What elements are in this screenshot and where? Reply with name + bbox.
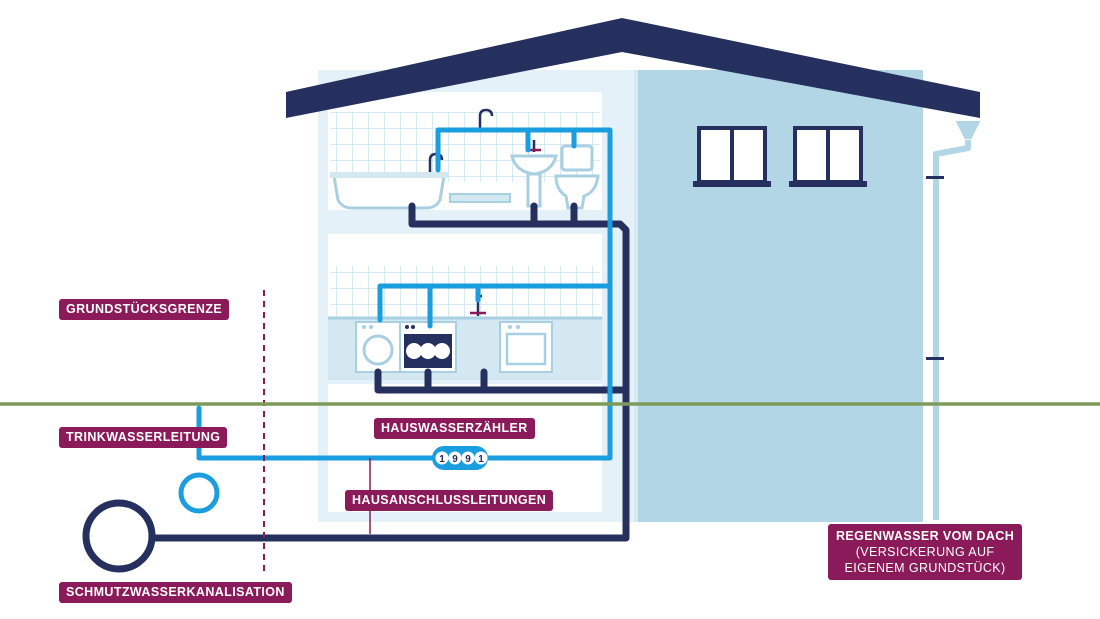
sewer-manhole <box>82 499 156 573</box>
label-drinking-water-line: TRINKWASSERLEITUNG <box>59 427 228 448</box>
rain-downpipe <box>926 119 984 520</box>
bathtub <box>330 152 448 210</box>
toilet <box>554 144 600 210</box>
window-left <box>693 126 771 187</box>
label-house-connection-lines: HAUSANSCHLUSSLEITUNGEN <box>345 490 554 511</box>
oven <box>499 321 553 373</box>
label-house-water-meter: HAUSWASSERZÄHLER <box>374 418 535 439</box>
meter-digit: 9 <box>465 454 471 465</box>
kitchen-tiles <box>330 266 600 318</box>
washing-machine <box>355 321 401 373</box>
meter-digit: 1 <box>478 454 484 465</box>
roof <box>286 18 980 118</box>
label-rainwater-line3: EIGENEM GRUNDSTÜCK) <box>844 561 1006 575</box>
waste-water-pipes <box>148 202 630 542</box>
water-meter: 1 9 9 1 <box>432 446 488 470</box>
label-sewer: SCHMUTZWASSERKANALISATION <box>59 582 292 603</box>
label-rainwater-line1: REGENWASSER VOM DACH <box>836 529 1015 543</box>
label-rainwater-line2: (VERSICKERUNG AUF <box>855 545 995 559</box>
fresh-water-pipes <box>196 127 613 461</box>
label-rainwater: REGENWASSER VOM DACH (VERSICKERUNG AUF E… <box>828 524 1023 580</box>
label-property-boundary: GRUNDSTÜCKSGRENZE <box>59 299 230 320</box>
washbasin <box>510 140 558 208</box>
water-main-connection <box>178 472 220 514</box>
dishwasher <box>399 321 457 373</box>
window-right <box>789 126 867 187</box>
bathroom-tiles <box>330 112 600 182</box>
meter-digit: 1 <box>439 454 445 465</box>
shower-tray <box>449 108 511 203</box>
meter-digit: 9 <box>452 454 458 465</box>
